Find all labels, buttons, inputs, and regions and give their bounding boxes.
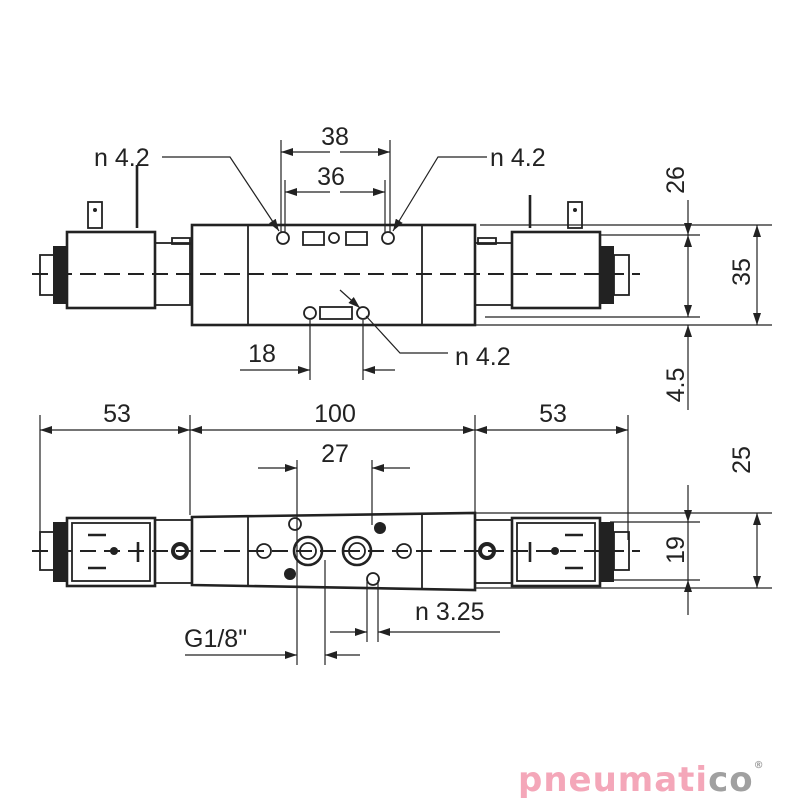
hole-label-3-25: n 3.25 (415, 598, 485, 626)
right-terminal (567, 201, 583, 229)
hole-label-left: n 4.2 (94, 144, 150, 172)
left-coil (65, 230, 157, 310)
dim-53-left: 53 (103, 400, 131, 428)
dim-4-5: 4.5 (662, 368, 690, 403)
dim-26: 26 (662, 166, 690, 194)
top-view: 38 36 n 4.2 n 4.2 n 4.2 18 26 35 4.5 (32, 123, 772, 410)
dim-36: 36 (317, 163, 345, 191)
pneumatico-logo: pneumatico® (518, 760, 765, 800)
thread-label: G1/8" (184, 625, 247, 653)
right-coil (510, 230, 602, 310)
dim-18: 18 (248, 340, 276, 368)
hole-label-right: n 4.2 (490, 144, 546, 172)
dim-38: 38 (321, 123, 349, 151)
dim-19: 19 (662, 536, 690, 564)
hole-label-bottom: n 4.2 (455, 343, 511, 371)
bottom-view: 53 100 53 (32, 400, 772, 665)
left-terminal (87, 201, 103, 229)
dim-100: 100 (314, 400, 356, 428)
dim-27: 27 (321, 440, 349, 468)
dim-35: 35 (728, 258, 756, 286)
dim-25: 25 (728, 446, 756, 474)
dim-53-right: 53 (539, 400, 567, 428)
